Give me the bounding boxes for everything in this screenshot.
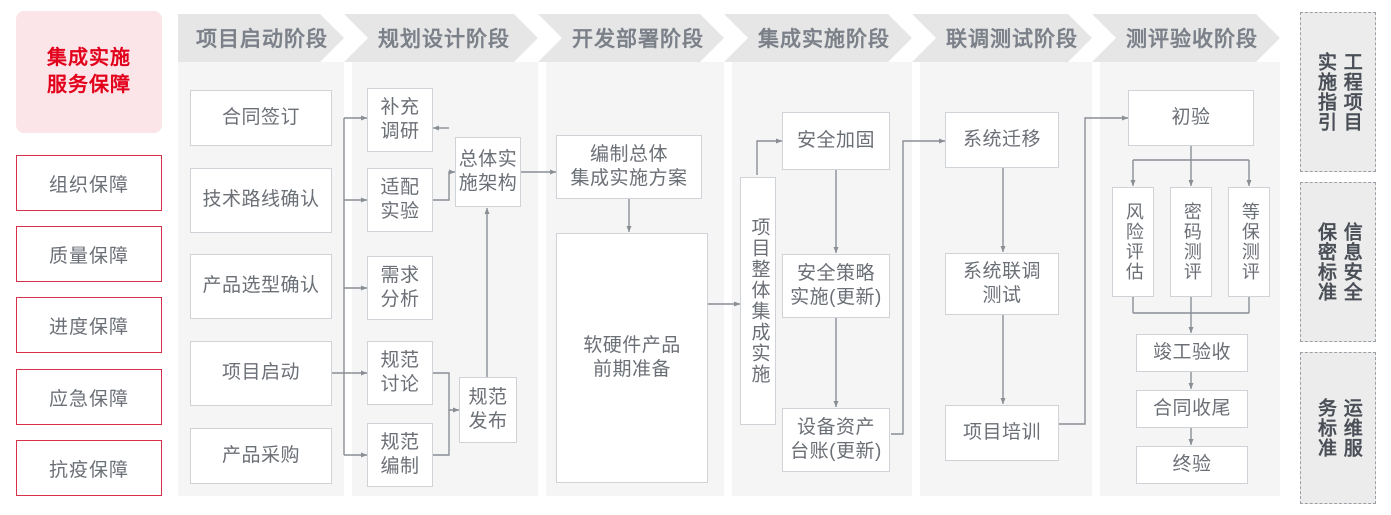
node-overall-implementation-architecture[interactable]: 总体实施架构 (455, 137, 521, 207)
node-contract-signing[interactable]: 合同签订 (190, 90, 332, 146)
node-security-hardening[interactable]: 安全加固 (782, 112, 890, 170)
phase-header-deploy[interactable]: 开发部署阶段 (538, 14, 724, 62)
node-project-kickoff[interactable]: 项目启动 (190, 341, 332, 406)
standards-card-operations[interactable]: 运维服务标准 (1300, 352, 1376, 504)
node-adaptation-experiment[interactable]: 适配实验 (367, 168, 433, 232)
node-product-purchase[interactable]: 产品采购 (190, 428, 332, 484)
standards-card-engineering[interactable]: 工程项目实施指引 (1300, 12, 1376, 172)
node-system-joint-test[interactable]: 系统联调测试 (945, 253, 1059, 315)
node-requirement-analysis[interactable]: 需求分析 (367, 256, 433, 320)
phase-header-planning[interactable]: 规划设计阶段 (344, 14, 538, 62)
phase-header-acceptance[interactable]: 测评验收阶段 (1092, 14, 1280, 62)
guarantee-item-schedule[interactable]: 进度保障 (16, 297, 162, 353)
node-supplementary-survey[interactable]: 补充调研 (367, 88, 433, 152)
node-project-training[interactable]: 项目培训 (945, 405, 1059, 461)
guarantee-item-quality[interactable]: 质量保障 (16, 226, 162, 282)
node-spec-drafting[interactable]: 规范编制 (367, 423, 433, 487)
node-risk-assessment[interactable]: 风险评估 (1112, 187, 1154, 297)
standards-label-security: 信息安全保密标准 (1315, 222, 1362, 302)
node-asset-ledger-update[interactable]: 设备资产台账(更新) (782, 408, 890, 472)
node-overall-integration-plan[interactable]: 编制总体集成实施方案 (556, 135, 702, 199)
standards-label-operations: 运维服务标准 (1315, 398, 1362, 458)
node-overall-project-integration[interactable]: 项目整体集成实施 (740, 177, 776, 425)
node-product-selection-confirm[interactable]: 产品选型确认 (190, 254, 332, 319)
node-tech-route-confirm[interactable]: 技术路线确认 (190, 168, 332, 233)
node-classified-protection-evaluation[interactable]: 等保测评 (1228, 187, 1270, 297)
guarantee-item-organization[interactable]: 组织保障 (16, 155, 162, 211)
node-security-policy-implementation[interactable]: 安全策略实施(更新) (782, 254, 890, 318)
node-cryptography-evaluation[interactable]: 密码测评 (1170, 187, 1212, 297)
guarantee-item-emergency[interactable]: 应急保障 (16, 369, 162, 425)
node-preliminary-acceptance[interactable]: 初验 (1128, 90, 1254, 146)
guarantee-item-epidemic[interactable]: 抗疫保障 (16, 440, 162, 496)
standards-card-security[interactable]: 信息安全保密标准 (1300, 182, 1376, 342)
guarantee-title-line-2: 服务保障 (47, 74, 131, 96)
guarantee-title-line-1: 集成实施 (47, 47, 131, 69)
phase-header-jointtest[interactable]: 联调测试阶段 (912, 14, 1092, 62)
standards-label-engineering: 工程项目实施指引 (1315, 52, 1362, 132)
node-hardware-software-preparation[interactable]: 软硬件产品前期准备 (556, 233, 708, 483)
node-contract-closeout[interactable]: 合同收尾 (1136, 390, 1248, 428)
phase-header-startup[interactable]: 项目启动阶段 (178, 14, 344, 62)
guarantee-title-card: 集成实施 服务保障 (16, 11, 162, 133)
node-spec-discussion[interactable]: 规范讨论 (367, 341, 433, 405)
node-completion-acceptance[interactable]: 竣工验收 (1136, 334, 1248, 372)
node-spec-release[interactable]: 规范发布 (459, 377, 517, 443)
node-system-migration[interactable]: 系统迁移 (945, 112, 1059, 168)
node-final-acceptance[interactable]: 终验 (1136, 446, 1248, 484)
phase-header-integration[interactable]: 集成实施阶段 (724, 14, 912, 62)
